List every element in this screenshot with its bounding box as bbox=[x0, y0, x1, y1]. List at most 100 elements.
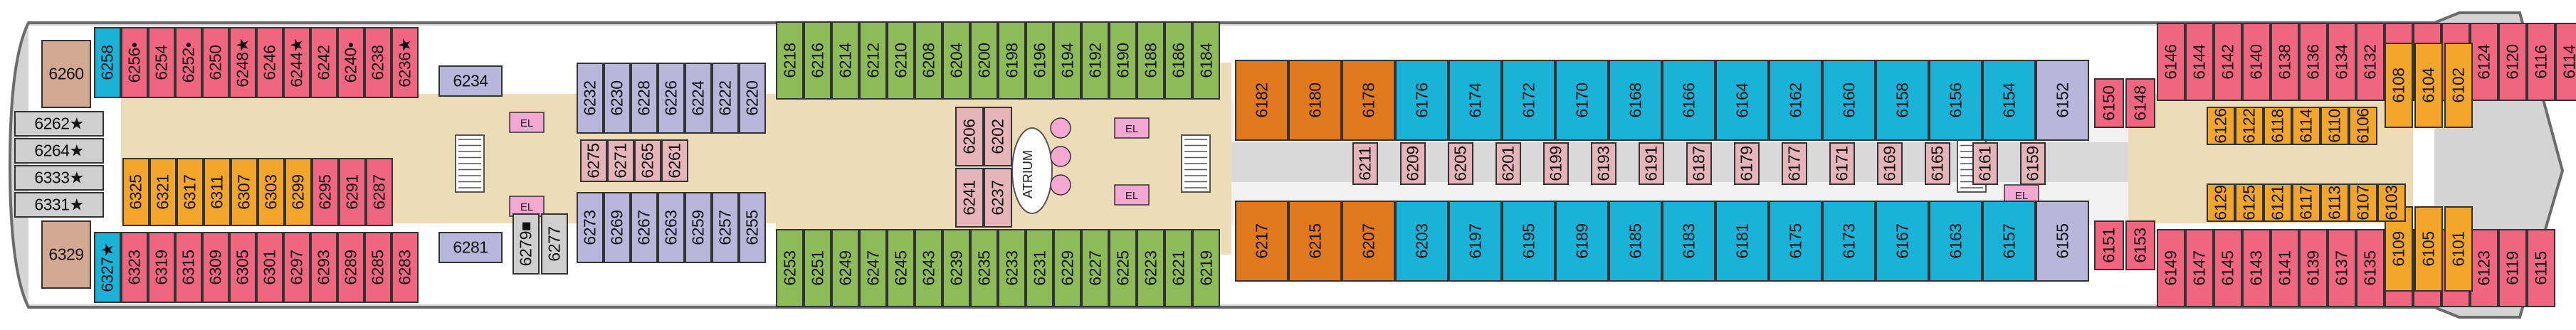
cabin-6317[interactable]: 6317 bbox=[177, 158, 204, 226]
cabin-6135[interactable]: 6135 bbox=[2356, 229, 2385, 307]
cabin-6139[interactable]: 6139 bbox=[2299, 229, 2328, 307]
cabin-6299[interactable]: 6299 bbox=[285, 158, 312, 226]
cabin-6197[interactable]: 6197 bbox=[1449, 201, 1502, 282]
cabin-6106[interactable]: 6106 bbox=[2349, 107, 2377, 145]
cabin-6285[interactable]: 6285 bbox=[364, 232, 391, 303]
cabin-6120[interactable]: 6120 bbox=[2498, 23, 2527, 101]
cabin-6271[interactable]: 6271 bbox=[607, 139, 634, 182]
cabin-6170[interactable]: 6170 bbox=[1555, 60, 1609, 141]
cabin-6155[interactable]: 6155 bbox=[2036, 201, 2089, 282]
cabin-6178[interactable]: 6178 bbox=[1342, 60, 1395, 141]
cabin-6136[interactable]: 6136 bbox=[2299, 23, 2328, 101]
cabin-6319[interactable]: 6319 bbox=[148, 232, 175, 303]
cabin-6180[interactable]: 6180 bbox=[1288, 60, 1342, 141]
cabin-6174[interactable]: 6174 bbox=[1449, 60, 1502, 141]
cabin-6153[interactable]: 6153 bbox=[2125, 220, 2155, 270]
cabin-6231[interactable]: 6231 bbox=[1026, 229, 1053, 307]
cabin-6241[interactable]: 6241 bbox=[955, 168, 984, 228]
cabin-6331[interactable]: 6331★ bbox=[14, 192, 104, 218]
cabin-6236[interactable]: 6236★ bbox=[391, 27, 419, 98]
cabin-6168[interactable]: 6168 bbox=[1609, 60, 1662, 141]
cabin-6253[interactable]: 6253 bbox=[776, 229, 804, 307]
cabin-6325[interactable]: 6325 bbox=[122, 158, 149, 226]
cabin-6281[interactable]: 6281 bbox=[438, 232, 503, 263]
cabin-6203[interactable]: 6203 bbox=[1395, 201, 1449, 282]
cabin-6172[interactable]: 6172 bbox=[1502, 60, 1555, 141]
cabin-6137[interactable]: 6137 bbox=[2328, 229, 2356, 307]
cabin-6275[interactable]: 6275 bbox=[580, 139, 607, 182]
cabin-6264[interactable]: 6264★ bbox=[14, 138, 104, 164]
cabin-6207[interactable]: 6207 bbox=[1342, 201, 1395, 282]
cabin-6289[interactable]: 6289 bbox=[337, 232, 364, 303]
cabin-6118[interactable]: 6118 bbox=[2264, 107, 2292, 145]
cabin-6311[interactable]: 6311 bbox=[204, 158, 231, 226]
cabin-6228[interactable]: 6228 bbox=[631, 63, 658, 134]
cabin-6257[interactable]: 6257 bbox=[712, 192, 739, 263]
cabin-6206[interactable]: 6206 bbox=[955, 107, 984, 166]
cabin-6199[interactable]: 6199 bbox=[1543, 142, 1569, 185]
cabin-6249[interactable]: 6249 bbox=[831, 229, 859, 307]
cabin-6223[interactable]: 6223 bbox=[1137, 229, 1165, 307]
cabin-6243[interactable]: 6243 bbox=[915, 229, 942, 307]
cabin-6144[interactable]: 6144 bbox=[2185, 23, 2214, 101]
cabin-6202[interactable]: 6202 bbox=[984, 107, 1012, 166]
cabin-6151[interactable]: 6151 bbox=[2094, 220, 2124, 270]
cabin-6175[interactable]: 6175 bbox=[1769, 201, 1822, 282]
cabin-6262[interactable]: 6262★ bbox=[14, 111, 104, 137]
cabin-6214[interactable]: 6214 bbox=[831, 21, 859, 100]
cabin-6327[interactable]: 6327★ bbox=[94, 232, 121, 303]
cabin-6196[interactable]: 6196 bbox=[1026, 21, 1053, 100]
cabin-6287[interactable]: 6287 bbox=[366, 158, 393, 226]
cabin-6200[interactable]: 6200 bbox=[970, 21, 998, 100]
cabin-6119[interactable]: 6119 bbox=[2498, 229, 2527, 307]
cabin-6216[interactable]: 6216 bbox=[804, 21, 831, 100]
cabin-6156[interactable]: 6156 bbox=[1929, 60, 1982, 141]
cabin-6102[interactable]: 6102 bbox=[2444, 43, 2473, 128]
cabin-6201[interactable]: 6201 bbox=[1495, 142, 1521, 185]
cabin-6323[interactable]: 6323 bbox=[121, 232, 148, 303]
cabin-6190[interactable]: 6190 bbox=[1109, 21, 1137, 100]
cabin-6159[interactable]: 6159 bbox=[2020, 142, 2046, 185]
cabin-6194[interactable]: 6194 bbox=[1053, 21, 1081, 100]
cabin-6226[interactable]: 6226 bbox=[658, 63, 685, 134]
cabin-6141[interactable]: 6141 bbox=[2271, 229, 2299, 307]
cabin-6309[interactable]: 6309 bbox=[202, 232, 229, 303]
cabin-6250[interactable]: 6250 bbox=[202, 27, 229, 98]
cabin-6110[interactable]: 6110 bbox=[2320, 107, 2349, 145]
cabin-6162[interactable]: 6162 bbox=[1769, 60, 1822, 141]
cabin-6238[interactable]: 6238 bbox=[364, 27, 391, 98]
cabin-6239[interactable]: 6239 bbox=[942, 229, 970, 307]
cabin-6125[interactable]: 6125 bbox=[2235, 183, 2264, 222]
cabin-6261[interactable]: 6261 bbox=[661, 139, 688, 182]
cabin-6209[interactable]: 6209 bbox=[1400, 142, 1426, 185]
cabin-6101[interactable]: 6101 bbox=[2444, 206, 2473, 292]
cabin-6208[interactable]: 6208 bbox=[915, 21, 942, 100]
cabin-6229[interactable]: 6229 bbox=[1053, 229, 1081, 307]
cabin-6321[interactable]: 6321 bbox=[149, 158, 177, 226]
cabin-6195[interactable]: 6195 bbox=[1502, 201, 1555, 282]
cabin-6193[interactable]: 6193 bbox=[1591, 142, 1616, 185]
cabin-6179[interactable]: 6179 bbox=[1734, 142, 1760, 185]
cabin-6184[interactable]: 6184 bbox=[1192, 21, 1220, 100]
cabin-6248[interactable]: 6248★ bbox=[229, 27, 256, 98]
cabin-6104[interactable]: 6104 bbox=[2414, 43, 2443, 128]
cabin-6210[interactable]: 6210 bbox=[887, 21, 915, 100]
cabin-6161[interactable]: 6161 bbox=[1972, 142, 1998, 185]
cabin-6237[interactable]: 6237 bbox=[984, 168, 1012, 228]
cabin-6181[interactable]: 6181 bbox=[1715, 201, 1769, 282]
cabin-6256[interactable]: 6256• bbox=[121, 27, 148, 98]
cabin-6160[interactable]: 6160 bbox=[1822, 60, 1876, 141]
cabin-6219[interactable]: 6219 bbox=[1192, 229, 1220, 307]
cabin-6232[interactable]: 6232 bbox=[577, 63, 604, 134]
cabin-6240[interactable]: 6240• bbox=[337, 27, 364, 98]
cabin-6307[interactable]: 6307 bbox=[231, 158, 258, 226]
cabin-6291[interactable]: 6291 bbox=[339, 158, 366, 226]
cabin-6166[interactable]: 6166 bbox=[1662, 60, 1715, 141]
cabin-6167[interactable]: 6167 bbox=[1876, 201, 1929, 282]
cabin-6147[interactable]: 6147 bbox=[2185, 229, 2214, 307]
cabin-6234[interactable]: 6234 bbox=[438, 65, 503, 97]
cabin-6138[interactable]: 6138 bbox=[2271, 23, 2299, 101]
cabin-6254[interactable]: 6254 bbox=[148, 27, 175, 98]
cabin-6301[interactable]: 6301 bbox=[256, 232, 283, 303]
cabin-6115[interactable]: 6115 bbox=[2527, 229, 2555, 307]
